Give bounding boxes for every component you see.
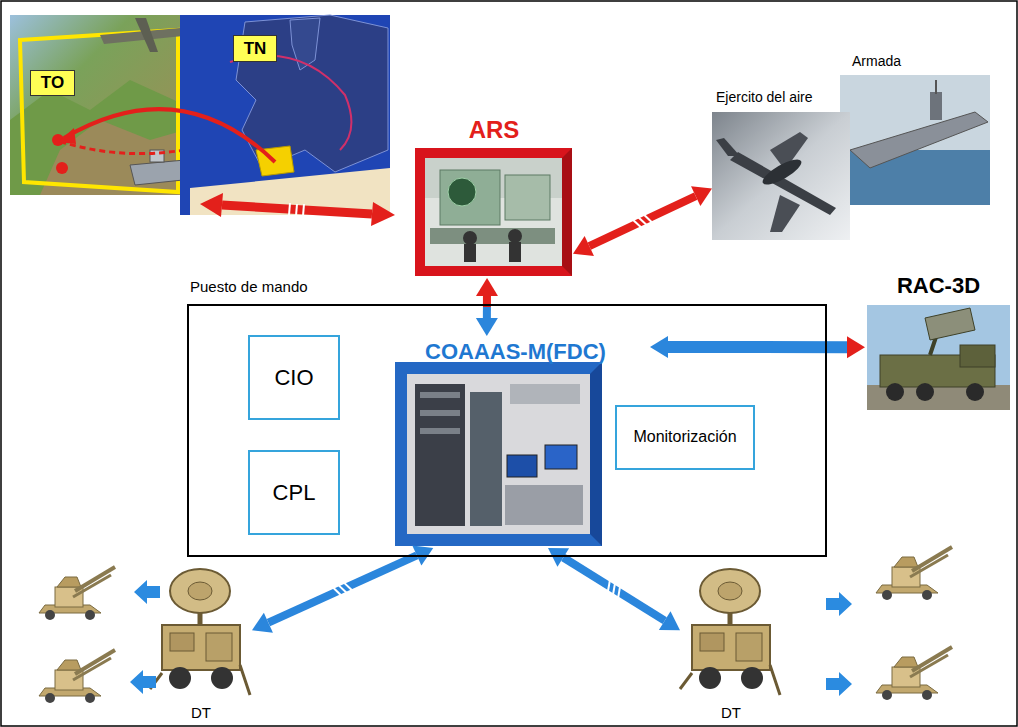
- node-label: TN: [244, 39, 267, 59]
- connector-arrow: [650, 336, 865, 358]
- tracker-node: DT: [680, 555, 782, 722]
- node-label: CIO: [274, 365, 313, 390]
- tracker-node: DT: [150, 555, 252, 722]
- node-label: RAC-3D: [897, 273, 980, 298]
- connector-arrow: [548, 548, 680, 630]
- carrier-photo: [840, 75, 990, 205]
- module-box: Monitorización: [615, 405, 755, 470]
- ars-node: ARS: [415, 116, 573, 278]
- fire-arrow: [130, 580, 852, 696]
- radar-node: RAC-3D: [865, 273, 1012, 413]
- connector-arrow: [476, 278, 498, 336]
- photo-node: Ejercito del aire: [712, 89, 852, 242]
- tracking-radar: [150, 569, 780, 695]
- link-arrow: [200, 193, 395, 226]
- connector-arrow: [573, 186, 712, 256]
- node-label: DT: [191, 704, 211, 722]
- zone-tag: TN: [233, 35, 277, 62]
- module-box: CIO: [248, 335, 340, 420]
- node-label: Ejercito del aire: [712, 89, 813, 105]
- radar-truck-photo: [867, 305, 1010, 410]
- europe-map: [58, 15, 390, 215]
- module-box: CPL: [248, 450, 340, 535]
- node-label: Puesto de mando: [187, 278, 308, 295]
- photo-node: Armada: [840, 53, 992, 207]
- node-label: CPL: [273, 480, 316, 505]
- node-label: TO: [41, 73, 64, 93]
- node-label: Monitorización: [633, 428, 736, 446]
- node-label: ARS: [469, 116, 520, 144]
- fdc-node: COAAAS-M(FDC): [395, 336, 650, 548]
- command-post: Puesto de mandoCIO CPL COAAAS-M(FDC) Monito…: [187, 278, 827, 557]
- terrain-map: [10, 15, 185, 195]
- node-label: Armada: [840, 53, 901, 69]
- node-label: COAAAS-M(FDC): [395, 336, 606, 364]
- fdc-shelter: [395, 362, 602, 546]
- aircraft-photo: [712, 112, 850, 240]
- ars-station: [415, 148, 572, 276]
- connector-arrow: [252, 545, 433, 632]
- node-label: DT: [721, 704, 741, 722]
- zone-tag: TO: [30, 70, 75, 96]
- anti-aircraft-gun: [39, 547, 952, 703]
